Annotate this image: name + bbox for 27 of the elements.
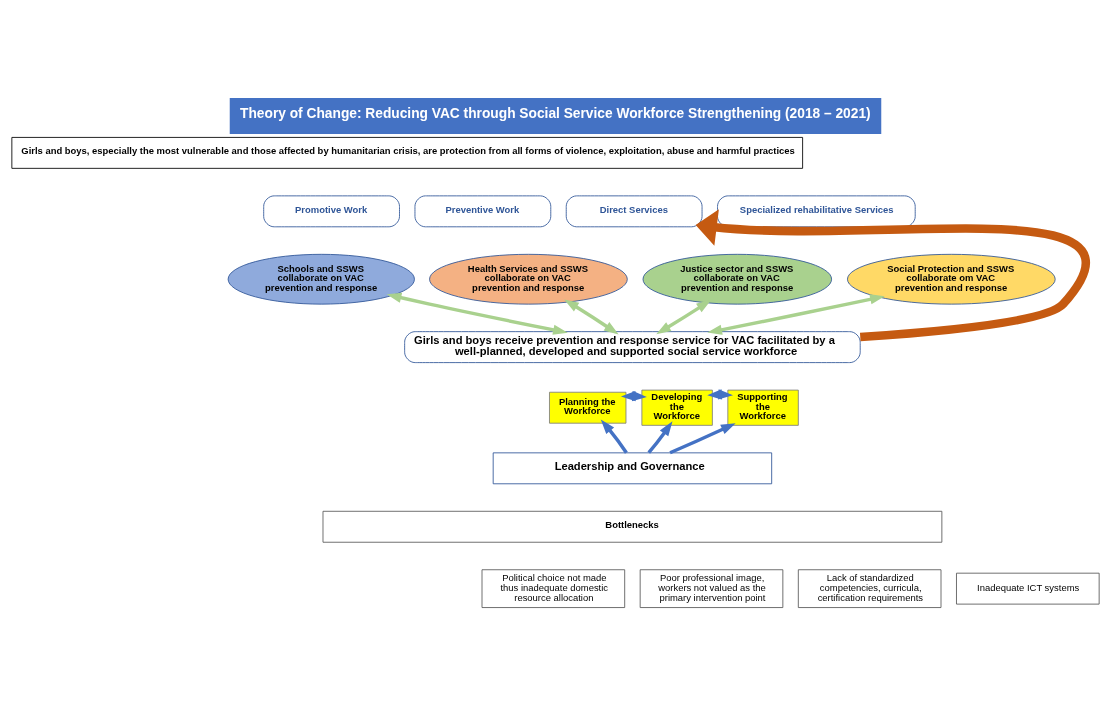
node-box: Developing the Workforce — [641, 389, 713, 426]
arrow — [656, 300, 712, 335]
node-box: Bottlenecks — [322, 510, 943, 543]
arrow — [707, 294, 885, 335]
diagram-title: Theory of Change: Reducing VAC through Social Service Workforce Strengthening (2018 – 2021) — [240, 106, 871, 122]
node-box: Direct Services — [565, 195, 703, 228]
arrow — [620, 390, 647, 402]
node-box: Specialized rehabilitative Services — [717, 195, 916, 228]
node-box: Supporting the Workforce — [727, 389, 799, 426]
node-box: Leadership and Governance — [492, 452, 773, 485]
node-box: Preventive Work — [414, 195, 552, 228]
node-ellipse: Justice sector and SSWS collaborate on VAC prevention and response — [642, 253, 832, 305]
node-box: Planning the Workforce — [549, 391, 627, 424]
node-box: Girls and boys receive prevention and response service for VAC facilitated by a well-planned, developed and supported social service workforce — [404, 331, 861, 364]
arrow — [564, 299, 619, 335]
arrow — [695, 209, 1090, 342]
arrow — [669, 423, 736, 455]
node-box: Promotive Work — [263, 195, 400, 228]
arrow — [647, 421, 673, 454]
node-box: Inadequate ICT systems — [956, 572, 1100, 605]
node-box: Poor professional image, workers not valued as the primary intervention point — [639, 569, 784, 608]
node-ellipse: Health Services and SSWS collaborate on VAC prevention and response — [429, 253, 628, 305]
arrow — [386, 292, 568, 335]
node-box: Girls and boys, especially the most vulnerable and those affected by humanitarian crisis, are protection from all forms of violence, exploitation, abuse and harmful practices — [11, 137, 804, 169]
node-box: Lack of standardized competencies, curricula, certification requirements — [797, 569, 942, 608]
arrow — [600, 419, 628, 454]
node-box: Political choice not made thus inadequate domestic resource allocation — [481, 569, 626, 608]
